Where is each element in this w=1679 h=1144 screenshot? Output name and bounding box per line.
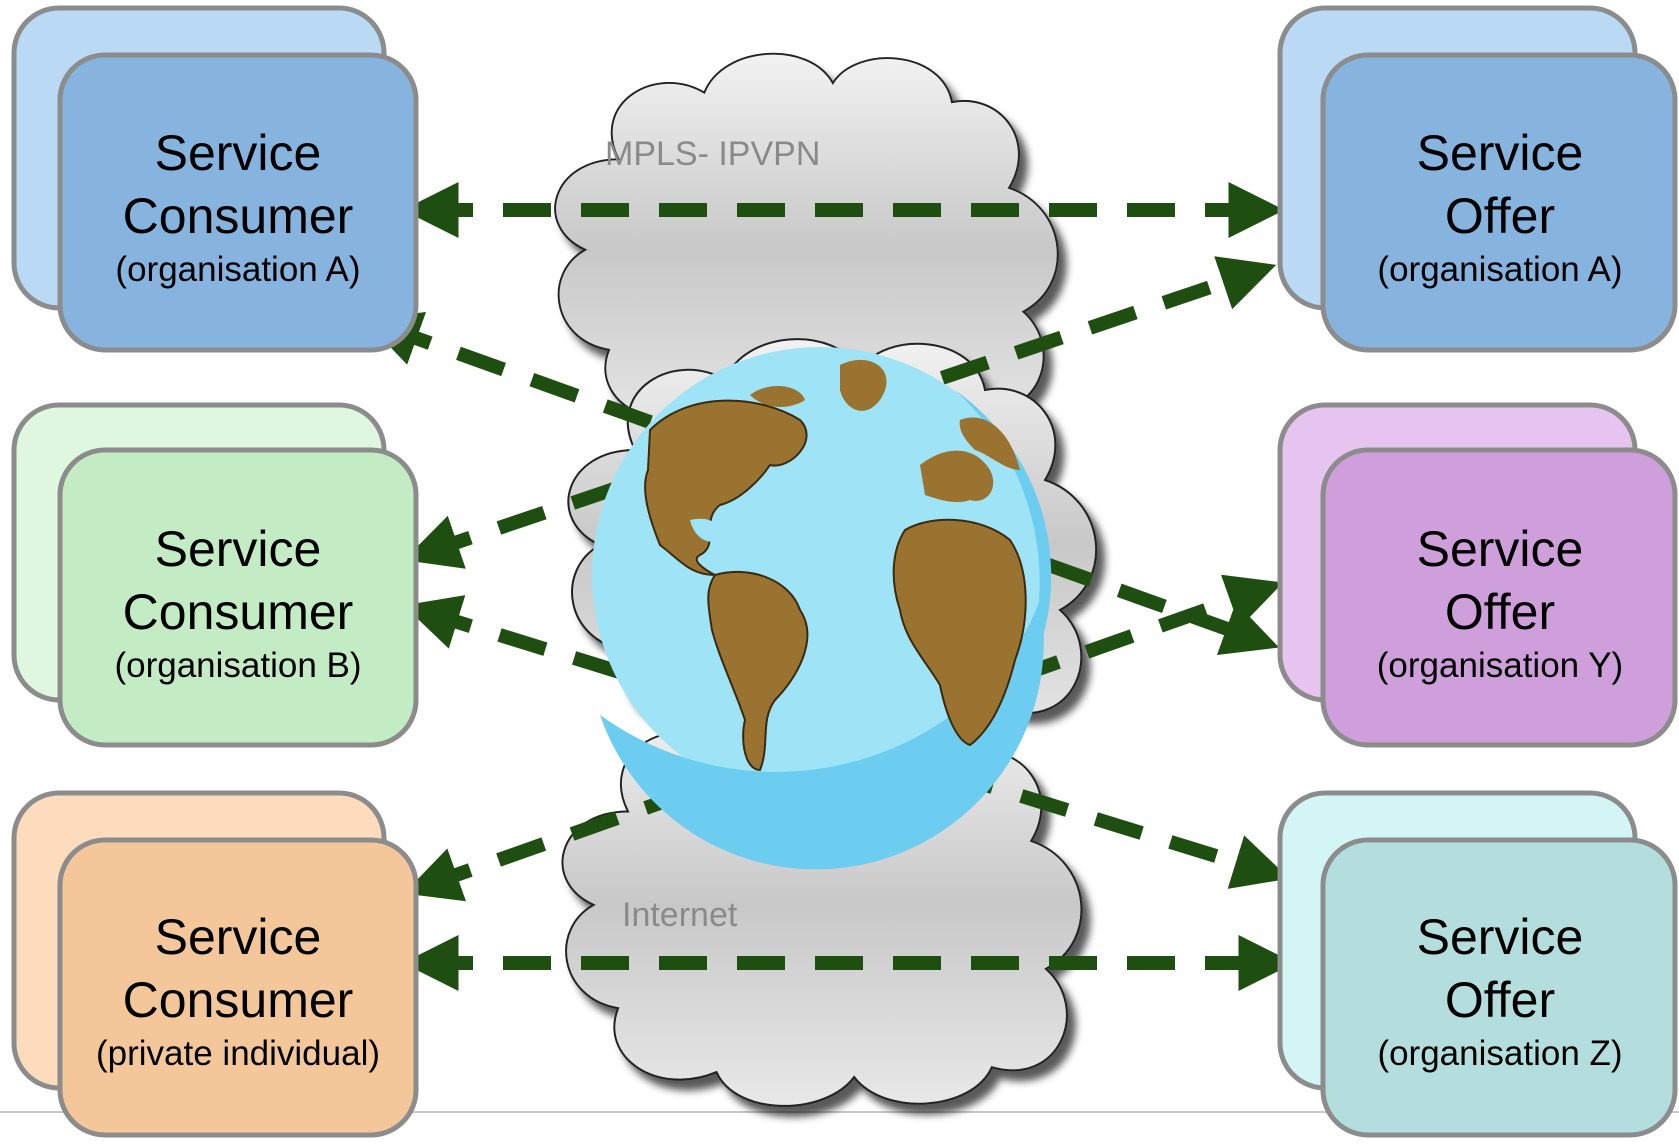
offer-box-org-y: Service Offer (organisation Y) — [1277, 402, 1678, 748]
consumer-a-line2: Consumer — [123, 188, 354, 244]
offer-y-line3: (organisation Y) — [1377, 646, 1623, 685]
offer-y-line2: Offer — [1445, 584, 1555, 640]
arrow-b-a — [403, 256, 1277, 569]
offer-z-line1: Service — [1417, 909, 1584, 965]
consumer-b-line2: Consumer — [123, 584, 354, 640]
offer-z-line3: (organisation Z) — [1377, 1034, 1622, 1073]
consumer-b-line3: (organisation B) — [114, 646, 361, 685]
consumer-p-line3: (private individual) — [96, 1034, 380, 1073]
consumer-box-org-b: Service Consumer (organisation B) — [11, 402, 419, 748]
offer-z-line2: Offer — [1445, 972, 1555, 1028]
offer-y-line1: Service — [1417, 521, 1584, 577]
offer-a-line3: (organisation A) — [1377, 250, 1622, 289]
consumer-box-private: Service Consumer (private individual) — [11, 790, 419, 1138]
connection-arrows — [363, 182, 1295, 991]
offer-box-org-a: Service Offer (organisation A) — [1277, 5, 1678, 353]
consumer-p-line2: Consumer — [123, 972, 354, 1028]
offer-a-line1: Service — [1417, 125, 1584, 181]
globe-icon — [592, 347, 1052, 870]
offer-box-org-z: Service Offer (organisation Z) — [1277, 790, 1678, 1138]
offer-a-line2: Offer — [1445, 188, 1555, 244]
consumer-b-line1: Service — [155, 521, 322, 577]
arrow-p-y — [403, 574, 1284, 902]
cloud-label-internet: Internet — [622, 896, 738, 934]
cloud-label-mpls: MPLS- IPVPN — [605, 135, 820, 173]
consumer-a-line1: Service — [155, 125, 322, 181]
consumer-box-org-a: Service Consumer (organisation A) — [11, 5, 419, 353]
consumer-a-line3: (organisation A) — [115, 250, 360, 289]
consumer-p-line1: Service — [155, 909, 322, 965]
